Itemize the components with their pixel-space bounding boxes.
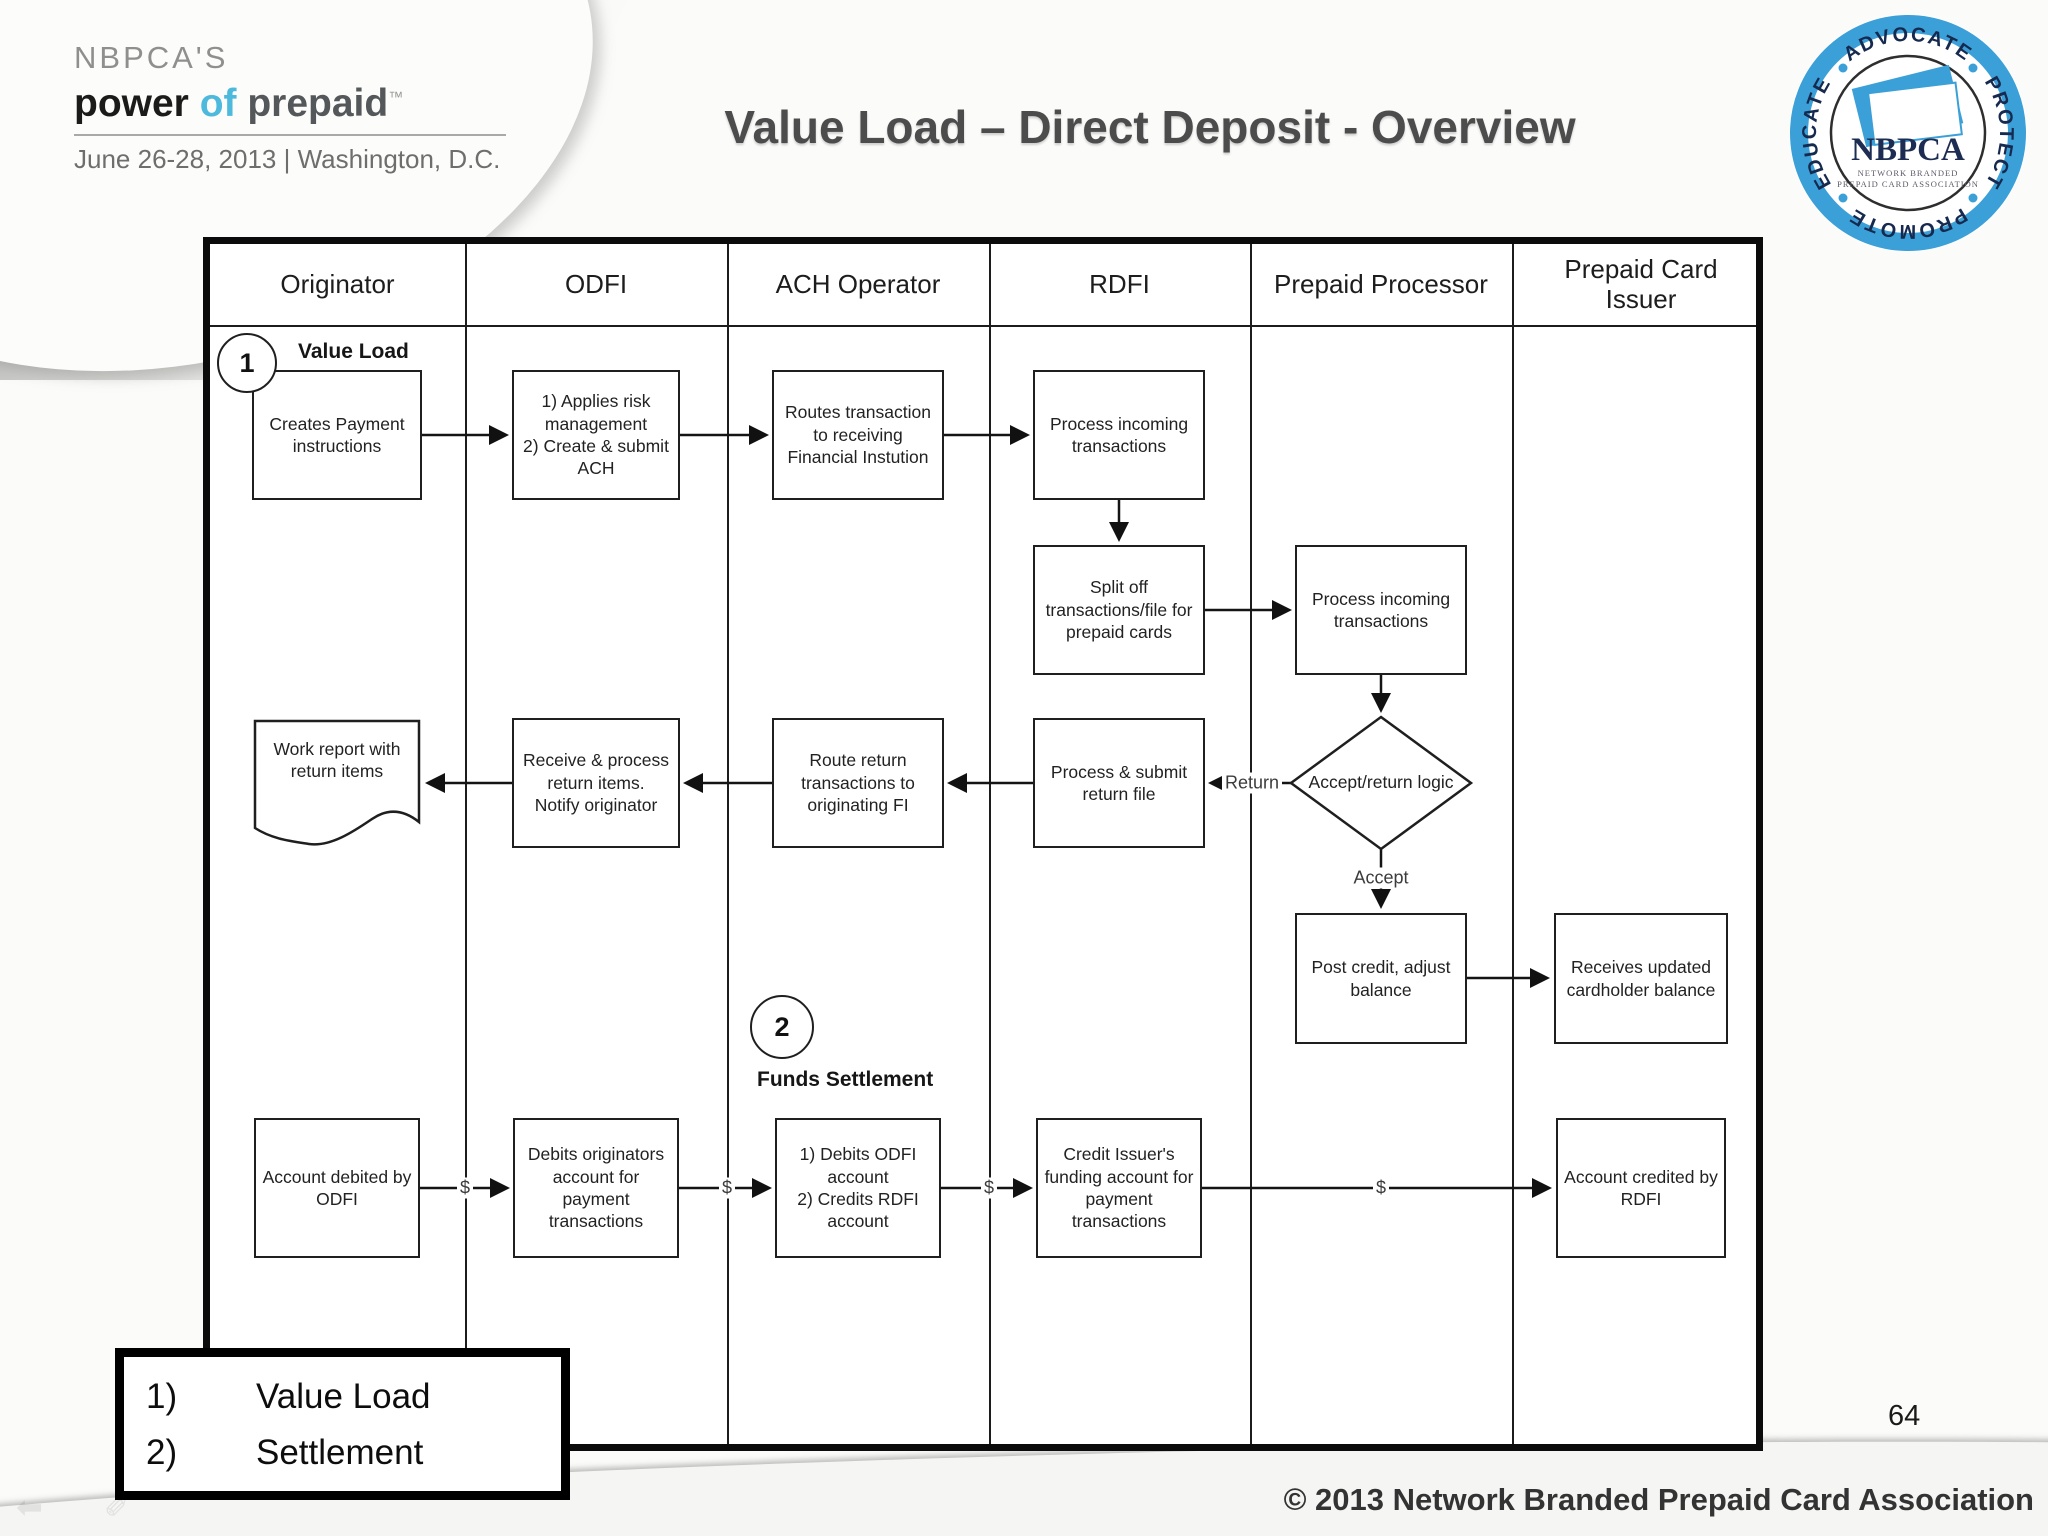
node-receives-updated: Receives updated cardholder balance	[1554, 913, 1728, 1044]
phase-1-label: Value Load	[298, 340, 409, 363]
lane-header-ach-operator: ACH Operator	[775, 268, 941, 299]
badge-org-sub2: PREPAID CARD ASSOCIATION	[1837, 179, 1979, 189]
lane-divider	[727, 244, 729, 1444]
edge-label-return: Return	[1221, 772, 1283, 794]
lane-header-originator: Originator	[280, 268, 395, 299]
flow-arrows	[420, 425, 1552, 1198]
logo-divider-line	[74, 134, 506, 136]
lane-header-prepaid-processor: Prepaid Processor	[1274, 268, 1488, 299]
legend-item-label: Settlement	[256, 1433, 424, 1472]
node-post-credit: Post credit, adjust balance	[1295, 913, 1467, 1044]
legend-item-number: 1)	[146, 1377, 178, 1416]
legend-box: 1) Value Load 2) Settlement	[115, 1348, 570, 1500]
logo-trademark: ™	[388, 89, 404, 106]
slideshow-controls-ghost: ⬅ ✐	[16, 1489, 157, 1525]
lane-divider	[1250, 244, 1252, 1444]
lane-header-prepaid-card-issuer: Prepaid Card Issuer	[1564, 253, 1718, 314]
node-ach-routes: Routes transaction to receiving Financia…	[772, 370, 944, 500]
logo-word-power: power	[74, 82, 189, 125]
badge-org-sub1: NETWORK BRANDED	[1858, 168, 1959, 178]
legend-item-label: Value Load	[256, 1377, 431, 1416]
node-work-report-label: Work report with return items	[273, 739, 401, 782]
edge-label-accept: Accept	[1350, 867, 1412, 889]
swimlane-diagram: Originator ODFI ACH Operator RDFI Prepai…	[203, 237, 1763, 1451]
node-creates-payment: Creates Payment instructions	[252, 370, 422, 500]
logo-word-prepaid: prepaid	[247, 82, 389, 125]
page-title: Value Load – Direct Deposit - Overview	[724, 101, 1576, 153]
header-divider	[210, 325, 1756, 327]
node-split-off: Split off transactions/file for prepaid …	[1033, 545, 1205, 675]
edge-label-dollar: $	[456, 1177, 474, 1199]
logo-main-text: power of prepaid™	[74, 82, 506, 126]
legend-item-value-load: 1) Value Load	[146, 1377, 561, 1417]
phase-2-marker: 2	[750, 995, 814, 1059]
node-credit-issuers: Credit Issuer's funding account for paym…	[1036, 1118, 1202, 1258]
page-number: 64	[1888, 1400, 1921, 1432]
node-odfi-returns: Receive & process return items. Notify o…	[512, 718, 680, 848]
lane-divider	[989, 244, 991, 1444]
node-odfi-risk: 1) Applies risk management 2) Create & s…	[512, 370, 680, 500]
power-of-prepaid-logo: NBPCA'S power of prepaid™ June 26-28, 20…	[74, 40, 506, 175]
logo-event-date: June 26-28, 2013 | Washington, D.C.	[74, 144, 501, 174]
lane-header-odfi: ODFI	[564, 268, 628, 299]
copyright-text: © 2013 Network Branded Prepaid Card Asso…	[1283, 1482, 2034, 1517]
node-acct-credited: Account credited by RDFI	[1556, 1118, 1726, 1258]
node-ach-debits-credits: 1) Debits ODFI account 2) Credits RDFI a…	[775, 1118, 941, 1258]
node-acct-debited: Account debited by ODFI	[254, 1118, 420, 1258]
logo-word-of: of	[188, 82, 248, 125]
edge-label-dollar: $	[718, 1177, 736, 1199]
badge-card-icon	[1851, 64, 1964, 148]
legend-item-settlement: 2) Settlement	[146, 1433, 561, 1473]
nbpca-badge-icon: ADVOCATE PROTECT PROMOTE EDUCATE NBPCA N…	[1783, 8, 2033, 258]
node-pp-process: Process incoming transactions	[1295, 545, 1467, 675]
badge-org-name: NBPCA	[1851, 132, 1965, 168]
phase-1-marker: 1	[217, 333, 277, 393]
logo-brand-text: NBPCA'S	[74, 40, 229, 75]
node-debits-originators: Debits originators account for payment t…	[513, 1118, 679, 1258]
node-accept-return-logic-label: Accept/return logic	[1308, 772, 1454, 793]
legend-item-number: 2)	[146, 1433, 178, 1472]
phase-2-label: Funds Settlement	[757, 1068, 934, 1091]
node-ach-route-return: Route return transactions to originating…	[772, 718, 944, 848]
edge-label-dollar: $	[980, 1177, 998, 1199]
node-rdfi-process: Process incoming transactions	[1033, 370, 1205, 500]
lane-divider	[1512, 244, 1514, 1444]
lane-header-rdfi: RDFI	[1089, 268, 1150, 299]
node-accept-return-logic: Accept/return logic	[1286, 712, 1476, 854]
node-work-report: Work report with return items	[252, 718, 422, 850]
node-rdfi-return-file: Process & submit return file	[1033, 718, 1205, 848]
lane-divider	[465, 244, 467, 1444]
edge-label-dollar: $	[1372, 1177, 1390, 1199]
